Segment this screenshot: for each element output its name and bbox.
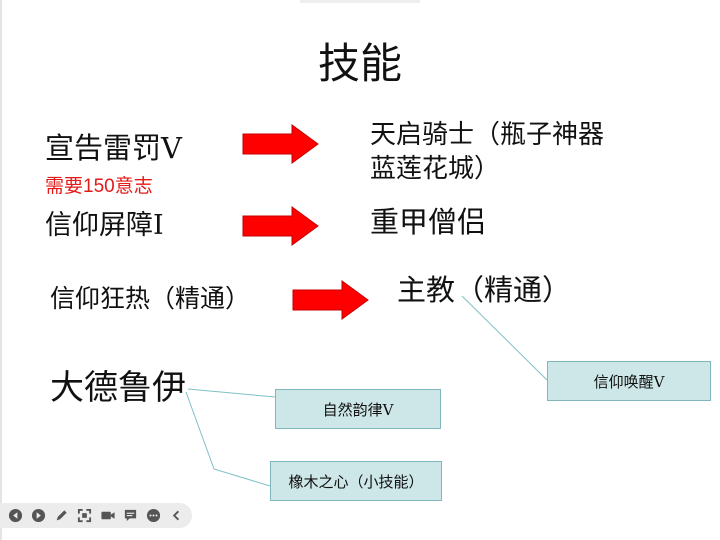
skill-declare-thunder: 宣告雷罚Ⅴ — [45, 131, 182, 165]
more-icon — [146, 508, 161, 523]
slide-left-edge — [0, 0, 2, 540]
fullscreen-button[interactable] — [73, 504, 96, 527]
slide-top-edge — [300, 0, 420, 3]
skill-faith-fervor: 信仰狂热（精通） — [50, 284, 251, 313]
comment-icon — [124, 509, 137, 522]
class-heavy-monk: 重甲僧侣 — [370, 205, 487, 239]
next-icon — [31, 508, 46, 523]
connector-bishop — [461, 295, 548, 381]
camera-button[interactable] — [96, 504, 119, 527]
callout-faith-awakening: 信仰唤醒Ⅴ — [547, 361, 711, 401]
right-arrow-icon — [242, 124, 319, 164]
right-arrow-icon — [292, 280, 369, 320]
callout-nature-rhythm: 自然韵律Ⅴ — [275, 389, 441, 429]
more-options-button[interactable] — [142, 504, 165, 527]
collapse-toolbar-button[interactable] — [165, 504, 188, 527]
connector-druid-oak — [185, 391, 271, 487]
previous-slide-button[interactable] — [4, 504, 27, 527]
requirement-note: 需要150意志 — [45, 176, 153, 197]
presentation-toolbar — [0, 503, 192, 528]
right-arrow-icon — [242, 206, 319, 246]
camera-icon — [100, 511, 115, 520]
fullscreen-icon — [77, 508, 92, 523]
comment-button[interactable] — [119, 504, 142, 527]
callout-oak-heart: 橡木之心（小技能） — [270, 461, 442, 501]
collapse-icon — [172, 510, 180, 521]
connector-druid-rhythm — [187, 388, 276, 398]
pen-icon — [56, 510, 67, 521]
pen-tool-button[interactable] — [50, 504, 73, 527]
skill-faith-barrier: 信仰屏障Ⅰ — [45, 210, 164, 241]
previous-icon — [8, 508, 23, 523]
next-slide-button[interactable] — [27, 504, 50, 527]
class-bishop: 主教（精通） — [397, 273, 572, 307]
class-archdruid: 大德鲁伊 — [50, 368, 186, 408]
slide-title: 技能 — [318, 39, 403, 88]
class-apocalypse-knight: 天启骑士（瓶子神器蓝莲花城） — [370, 120, 605, 184]
